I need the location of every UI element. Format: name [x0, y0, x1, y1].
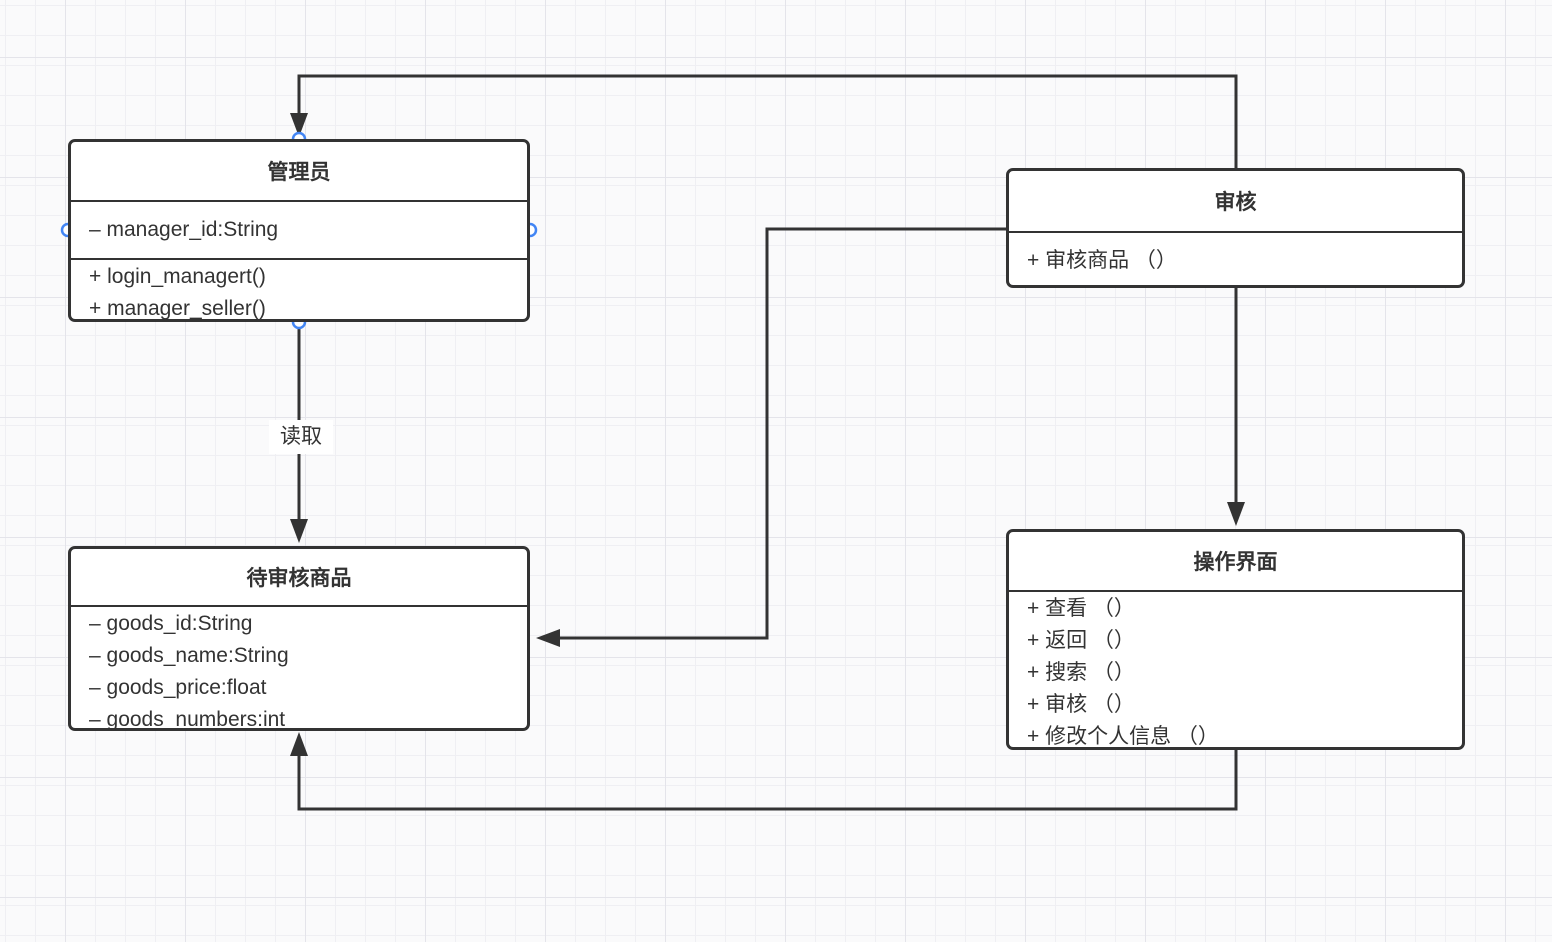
- edge-review-to-pending-line[interactable]: [560, 227, 1007, 640]
- edge-review-to-operation-arrowhead: [1227, 502, 1245, 526]
- class-method: + 查看 （）: [1027, 597, 1135, 620]
- class-method: + 搜索 （）: [1027, 661, 1135, 684]
- class-attributes-manager: – manager_id:String: [71, 202, 527, 260]
- class-attribute: – goods_name:String: [89, 644, 289, 667]
- class-attribute: – goods_numbers:int: [89, 708, 286, 731]
- class-attribute: – manager_id:String: [89, 218, 279, 241]
- edge-label-read[interactable]: 读取: [269, 420, 333, 454]
- edge-review-to-pending-arrowhead: [536, 629, 560, 647]
- class-attribute: – goods_id:String: [89, 612, 253, 635]
- class-box-review[interactable]: 审核 + 审核商品 （）: [1006, 168, 1465, 288]
- class-box-manager[interactable]: 管理员 – manager_id:String + login_managert…: [68, 139, 530, 322]
- edge-operation-to-pending-line[interactable]: [297, 749, 1238, 811]
- class-method: + 返回 （）: [1027, 629, 1135, 652]
- class-method: + 修改个人信息 （）: [1027, 725, 1219, 748]
- class-methods-operation-ui: + 查看 （） + 返回 （） + 搜索 （） + 审核 （） + 修改个人信息…: [1009, 592, 1462, 748]
- class-methods-review: + 审核商品 （）: [1009, 233, 1462, 285]
- class-title-operation-ui: 操作界面: [1009, 532, 1462, 592]
- class-title-review: 审核: [1009, 171, 1462, 233]
- edge-review-to-manager-arrowhead: [290, 113, 308, 137]
- class-box-pending-goods[interactable]: 待审核商品 – goods_id:String – goods_name:Str…: [68, 546, 530, 731]
- class-attributes-pending-goods: – goods_id:String – goods_name:String – …: [71, 607, 527, 731]
- edge-manager-to-pending-arrowhead: [290, 519, 308, 543]
- class-box-operation-ui[interactable]: 操作界面 + 查看 （） + 返回 （） + 搜索 （） + 审核 （） + 修…: [1006, 529, 1465, 750]
- class-methods-manager: + login_managert() + manager_seller(): [71, 260, 527, 320]
- class-method: + 审核商品 （）: [1027, 249, 1177, 272]
- class-method: + manager_seller(): [89, 297, 266, 320]
- class-method: + 审核 （）: [1027, 693, 1135, 716]
- class-title-manager: 管理员: [71, 142, 527, 202]
- class-attribute: – goods_price:float: [89, 676, 267, 699]
- class-method: + login_managert(): [89, 265, 266, 288]
- class-title-pending-goods: 待审核商品: [71, 549, 527, 607]
